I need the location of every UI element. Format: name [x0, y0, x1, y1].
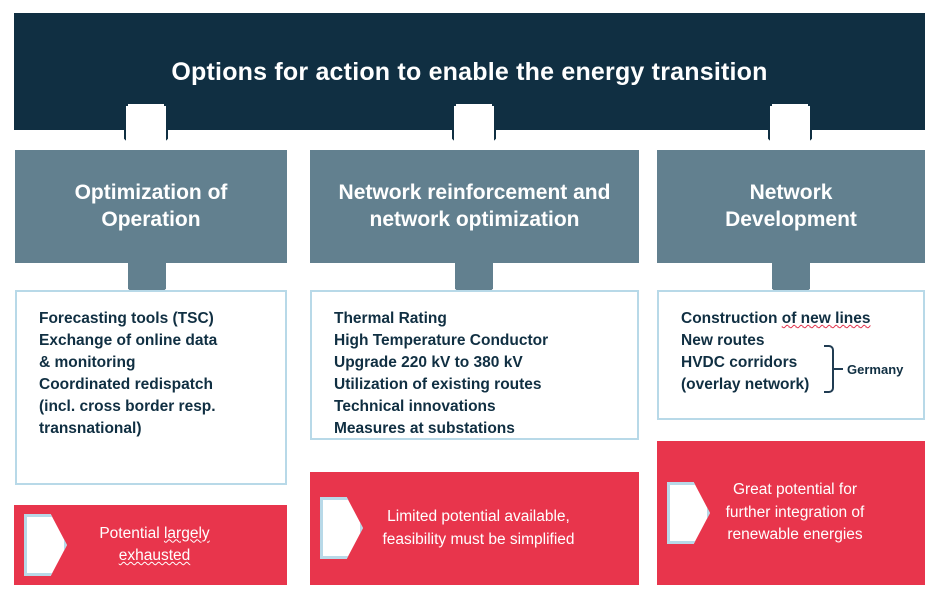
conclusion-box-column-2: Limited potential available, feasibility…	[310, 472, 639, 585]
list-item: Measures at substations	[334, 420, 515, 437]
conclusion-text-column-2: Limited potential available, feasibility…	[310, 506, 639, 551]
list-item: Exchange of online data	[39, 332, 218, 349]
conclusion-text-column-3: Great potential for further integration …	[657, 479, 925, 546]
measure-prefix-column-3: Construction	[681, 310, 782, 327]
germany-bracket-annotation: Germany	[824, 345, 903, 393]
category-label-line2: Operation	[101, 207, 201, 231]
category-header-network-reinforcement[interactable]: Network reinforcement and network optimi…	[310, 150, 639, 263]
category-label-column-2: Network reinforcement and network optimi…	[339, 180, 611, 233]
measure-marked-column-3: of new lines	[781, 310, 871, 327]
conclusion-line3-column-3: renewable energies	[727, 526, 863, 544]
measures-box-column-2: Thermal Rating High Temperature Conducto…	[310, 290, 639, 440]
bracket-tick-icon	[834, 368, 843, 370]
category-label-line2: network optimization	[369, 207, 580, 231]
list-item: High Temperature Conductor	[334, 332, 549, 349]
category-label-line1: Network reinforcement and	[338, 181, 611, 205]
list-item: HVDC corridors	[681, 354, 798, 371]
conclusion-marked-1-column-1: largely	[163, 524, 210, 542]
conclusion-line1-column-2: Limited potential available,	[387, 508, 570, 526]
conclusion-line2-column-2: feasibility must be simplified	[382, 530, 575, 548]
category-header-optimization-of-operation[interactable]: Optimization of Operation	[15, 150, 287, 263]
measures-box-column-1: Forecasting tools (TSC) Exchange of onli…	[15, 290, 287, 485]
page-title: Options for action to enable the energy …	[171, 57, 768, 86]
category-label-line1: Optimization of	[74, 181, 228, 205]
list-item: (overlay network)	[681, 376, 810, 393]
measures-list-column-1: Forecasting tools (TSC) Exchange of onli…	[39, 308, 267, 440]
annotation-label-germany: Germany	[847, 361, 904, 377]
list-item: transnational)	[39, 420, 142, 437]
list-item: New routes	[681, 332, 765, 349]
category-label-column-1: Optimization of Operation	[75, 180, 228, 233]
measures-list-column-3: Construction of new lines New routes HVD…	[681, 308, 905, 396]
list-item: Construction of new lines	[681, 308, 905, 330]
conclusion-marked-2-column-1: exhausted	[118, 547, 191, 564]
list-item: (incl. cross border resp.	[39, 398, 216, 415]
category-label-column-3: Network Development	[725, 180, 857, 233]
conclusion-prefix-column-1: Potential	[99, 524, 164, 542]
measures-list-column-2: Thermal Rating High Temperature Conducto…	[334, 308, 619, 440]
conclusion-line2-column-3: further integration of	[725, 503, 865, 521]
list-item: Forecasting tools (TSC)	[39, 310, 214, 327]
list-item: Technical innovations	[334, 398, 496, 415]
list-item: Coordinated redispatch	[39, 376, 213, 393]
category-header-network-development[interactable]: Network Development	[657, 150, 925, 263]
list-item: Utilization of existing routes	[334, 376, 542, 393]
measures-box-column-3: Construction of new lines New routes HVD…	[657, 290, 925, 420]
curly-bracket-icon	[824, 345, 834, 393]
conclusion-box-column-1: Potential largely exhausted	[14, 505, 287, 585]
list-item: Thermal Rating	[334, 310, 447, 327]
conclusion-text-column-1: Potential largely exhausted	[14, 523, 287, 568]
category-label-line1: Network	[749, 181, 833, 205]
conclusion-box-column-3: Great potential for further integration …	[657, 441, 925, 585]
list-item: Upgrade 220 kV to 380 kV	[334, 354, 523, 371]
list-item: & monitoring	[39, 354, 136, 371]
category-label-line2: Development	[725, 207, 857, 231]
conclusion-line1-column-3: Great potential for	[732, 481, 858, 499]
